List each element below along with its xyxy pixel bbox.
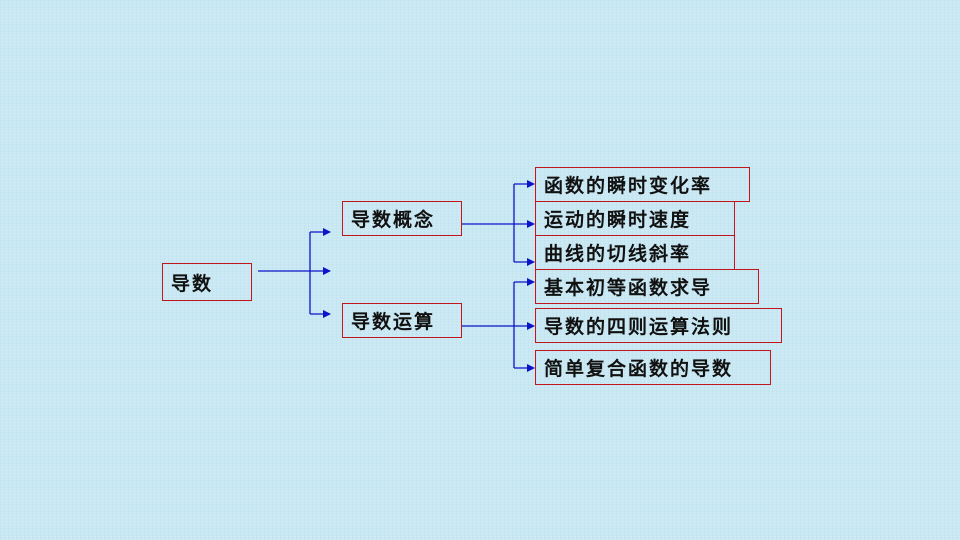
concept-child-node: 曲线的切线斜率 (535, 235, 735, 270)
operation-child-node: 简单复合函数的导数 (535, 350, 771, 385)
branch-node-concept: 导数概念 (342, 201, 462, 236)
operation-child-node: 导数的四则运算法则 (535, 308, 782, 343)
concept-child-node: 函数的瞬时变化率 (535, 167, 750, 202)
operation-child-node: 基本初等函数求导 (535, 269, 759, 304)
branch-node-operation: 导数运算 (342, 303, 462, 338)
concept-child-node: 运动的瞬时速度 (535, 201, 735, 236)
root-node: 导数 (162, 263, 252, 301)
